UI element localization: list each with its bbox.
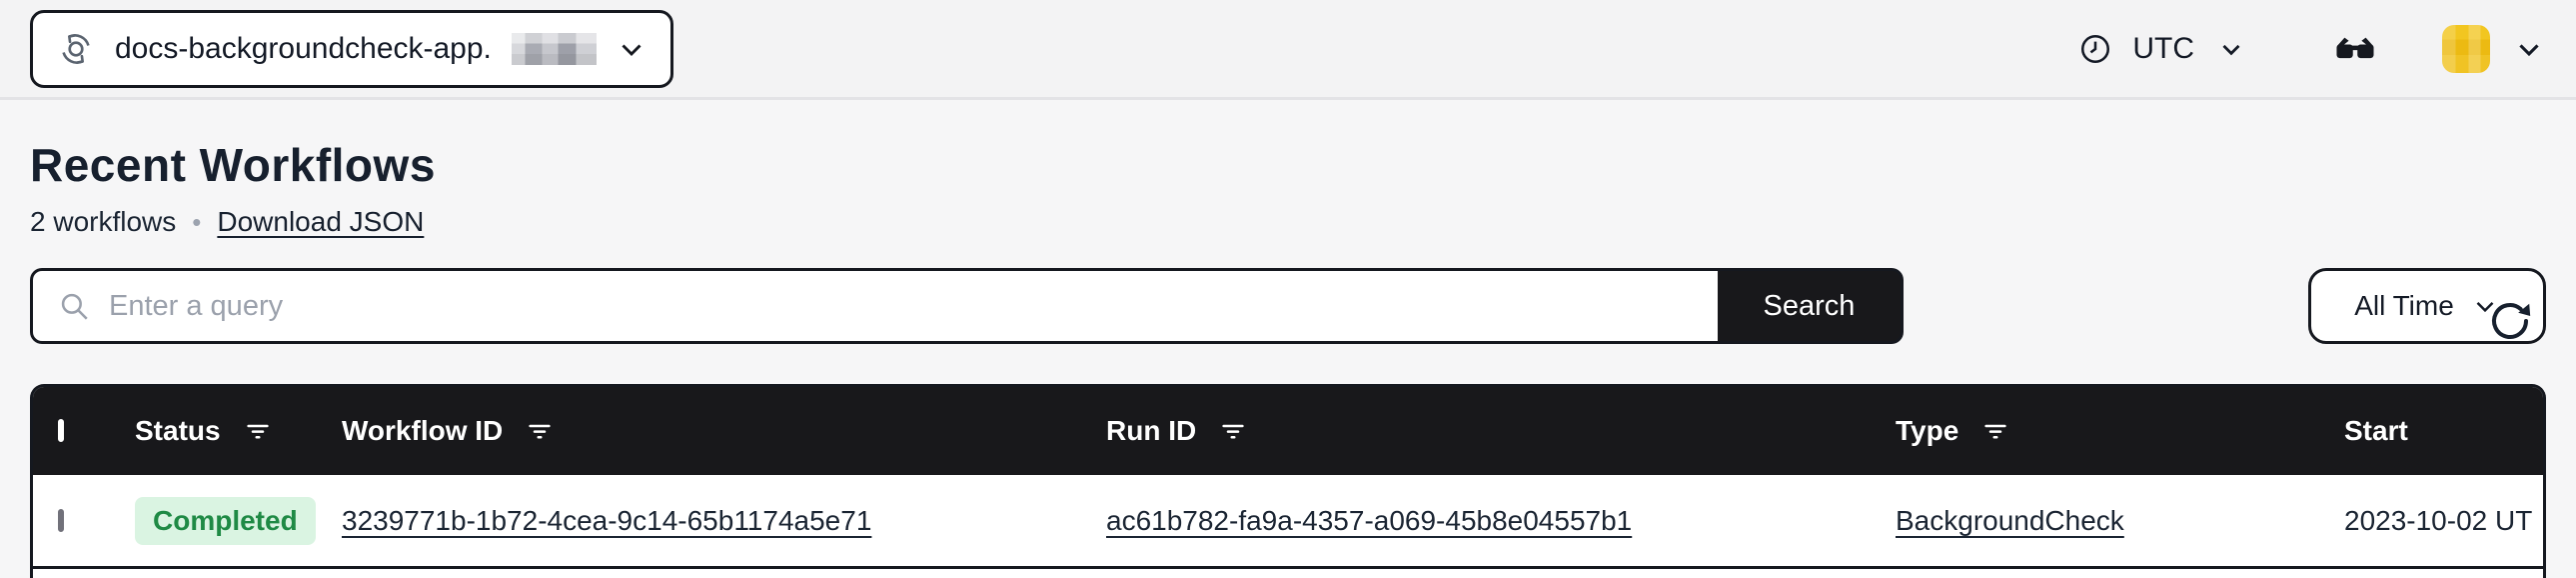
chevron-down-icon bbox=[615, 32, 648, 66]
start-time: 2023-10-02 UT bbox=[2344, 504, 2533, 536]
chevron-down-icon bbox=[2470, 291, 2500, 321]
filter-icon[interactable] bbox=[525, 416, 555, 446]
column-label: Type bbox=[1896, 415, 1959, 446]
row-checkbox[interactable] bbox=[58, 508, 64, 532]
column-label: Run ID bbox=[1106, 415, 1197, 446]
main-content: Recent Workflows 2 workflows • Download … bbox=[0, 138, 2576, 578]
top-bar: docs-backgroundcheck-app. UTC bbox=[0, 0, 2576, 100]
timezone-selector[interactable]: UTC bbox=[2078, 32, 2246, 66]
table-header-row: Status Workflow ID Run ID bbox=[33, 387, 2543, 475]
query-input-box bbox=[30, 268, 1718, 344]
search-icon bbox=[57, 289, 91, 323]
status-badge: Completed bbox=[135, 496, 316, 545]
query-toolbar: Search All Time bbox=[30, 268, 2546, 344]
download-json-link[interactable]: Download JSON bbox=[217, 206, 425, 237]
namespace-label: docs-backgroundcheck-app. bbox=[115, 31, 492, 65]
column-header-start: Start bbox=[2344, 415, 2543, 447]
refresh-button[interactable] bbox=[2486, 296, 2536, 346]
page-title: Recent Workflows bbox=[30, 139, 436, 191]
labs-glasses-icon[interactable] bbox=[2332, 32, 2378, 66]
filter-icon[interactable] bbox=[243, 416, 273, 446]
namespace-selector[interactable]: docs-backgroundcheck-app. bbox=[30, 9, 673, 88]
workflow-type-link[interactable]: BackgroundCheck bbox=[1896, 504, 2124, 536]
namespace-icon bbox=[55, 28, 97, 70]
separator-dot: • bbox=[192, 206, 202, 237]
workflow-summary: 2 workflows • Download JSON bbox=[30, 206, 2546, 238]
chevron-down-icon[interactable] bbox=[2512, 32, 2546, 66]
redacted-namespace-suffix bbox=[511, 32, 597, 65]
column-label: Start bbox=[2344, 415, 2408, 446]
column-label: Status bbox=[135, 415, 221, 446]
search-group: Search bbox=[30, 268, 1904, 344]
timezone-label: UTC bbox=[2132, 31, 2194, 65]
filter-icon[interactable] bbox=[1980, 416, 2010, 446]
column-label: Workflow ID bbox=[342, 415, 504, 446]
clock-icon bbox=[2078, 32, 2112, 66]
time-filter-label: All Time bbox=[2354, 290, 2454, 321]
column-header-status: Status bbox=[135, 415, 342, 447]
table-row-partial[interactable] bbox=[33, 569, 2543, 578]
workflow-count: 2 workflows bbox=[30, 206, 177, 237]
table-row[interactable]: Completed 3239771b-1b72-4cea-9c14-65b117… bbox=[33, 475, 2543, 569]
chevron-down-icon bbox=[2216, 34, 2246, 64]
workflows-table: Status Workflow ID Run ID bbox=[30, 384, 2546, 578]
select-all-checkbox[interactable] bbox=[58, 419, 64, 442]
query-input[interactable] bbox=[109, 289, 1694, 323]
user-avatar[interactable] bbox=[2442, 24, 2490, 73]
column-header-workflow-id: Workflow ID bbox=[342, 415, 1106, 447]
column-header-run-id: Run ID bbox=[1106, 415, 1896, 447]
run-id-link[interactable]: ac61b782-fa9a-4357-a069-45b8e04557b1 bbox=[1106, 504, 1633, 536]
column-header-type: Type bbox=[1896, 415, 2344, 447]
workflow-id-link[interactable]: 3239771b-1b72-4cea-9c14-65b1174a5e71 bbox=[342, 504, 872, 536]
top-right-controls: UTC bbox=[2078, 24, 2546, 73]
filter-icon[interactable] bbox=[1218, 416, 1248, 446]
search-button[interactable]: Search bbox=[1718, 268, 1904, 344]
